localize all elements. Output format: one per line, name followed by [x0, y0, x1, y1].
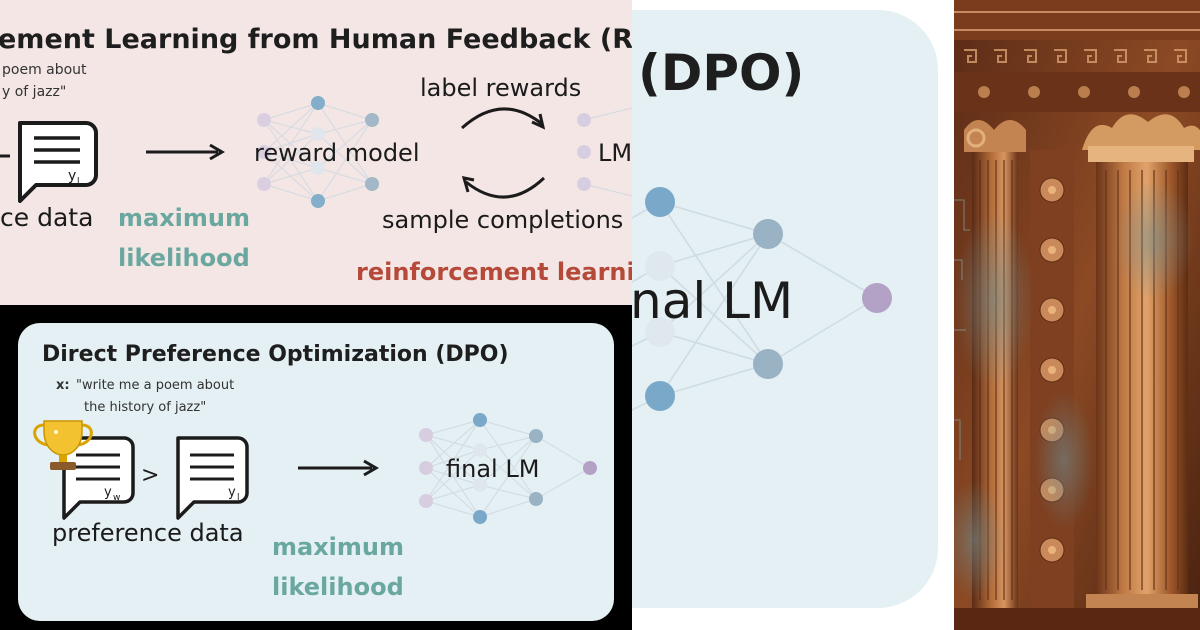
- rlhf-title: ement Learning from Human Feedback (RLHF…: [0, 24, 632, 55]
- neural-network-icon: [257, 96, 379, 208]
- dpo-diagram: Direct Preference Optimization (DPO) x: …: [0, 305, 632, 630]
- rlhf-mle-line1: maximum: [118, 204, 250, 232]
- yl-sub: l: [237, 493, 240, 503]
- rlhf-mle-line2: likelihood: [118, 244, 250, 272]
- dpo-zoom-diagram: (DPO) nal LM: [632, 0, 954, 630]
- rlhf-diagram: ement Learning from Human Feedback (RLHF…: [0, 0, 632, 305]
- rlhf-prompt-line1: poem about: [2, 62, 87, 78]
- arrow-right-icon: [146, 143, 225, 161]
- dpo-mle-line1: maximum: [272, 533, 404, 561]
- dpo-prompt-key: x:: [56, 378, 70, 393]
- rlhf-panel: ement Learning from Human Feedback (RLHF…: [0, 0, 632, 305]
- curved-arrow-bottom-icon: [461, 176, 546, 199]
- document-label: y: [68, 168, 76, 184]
- zoom-title: (DPO): [638, 44, 804, 102]
- dpo-prompt-line1: "write me a poem about: [76, 378, 234, 393]
- dpo-data-label: preference data: [52, 519, 244, 547]
- sample-completions-text: sample completions: [382, 206, 623, 234]
- yw-sub: w: [113, 493, 120, 503]
- document-icon: [18, 121, 98, 203]
- rejected-document-icon: [176, 436, 249, 520]
- neural-network-icon: [632, 187, 892, 411]
- final-lm-label: final LM: [446, 455, 539, 483]
- greater-than: >: [141, 463, 159, 488]
- dpo-prompt-line2: the history of jazz": [84, 400, 206, 415]
- label-rewards-text: label rewards: [420, 74, 581, 102]
- zoom-card: [632, 10, 938, 608]
- chosen-document-icon: [62, 436, 135, 520]
- rlhf-data-label: ce data: [0, 203, 93, 232]
- reinforcement-learning-label: reinforcement learni: [356, 258, 632, 286]
- yl-label: y: [228, 485, 236, 500]
- rlhf-prompt-line2: y of jazz": [2, 84, 66, 100]
- dpo-zoom-panel: (DPO) nal LM: [632, 0, 954, 630]
- trophy-icon: [33, 420, 93, 470]
- greek-column-image: [954, 0, 1200, 630]
- dpo-title: Direct Preference Optimization (DPO): [42, 342, 509, 367]
- lm-network-icon: [577, 107, 632, 197]
- yw-label: y: [104, 485, 112, 500]
- rlhf-background: [0, 0, 632, 305]
- curved-arrow-top-icon: [460, 107, 546, 130]
- document-sub: l: [77, 177, 80, 187]
- lm-label: LM: [598, 139, 632, 167]
- dpo-mle-line2: likelihood: [272, 573, 404, 601]
- dpo-panel: Direct Preference Optimization (DPO) x: …: [0, 305, 632, 630]
- zoom-final-lm-label: nal LM: [632, 272, 793, 330]
- dpo-card: [18, 323, 614, 621]
- arrow-right-icon: [298, 459, 379, 477]
- reward-model-label: reward model: [254, 139, 419, 167]
- neural-network-icon: [419, 413, 597, 524]
